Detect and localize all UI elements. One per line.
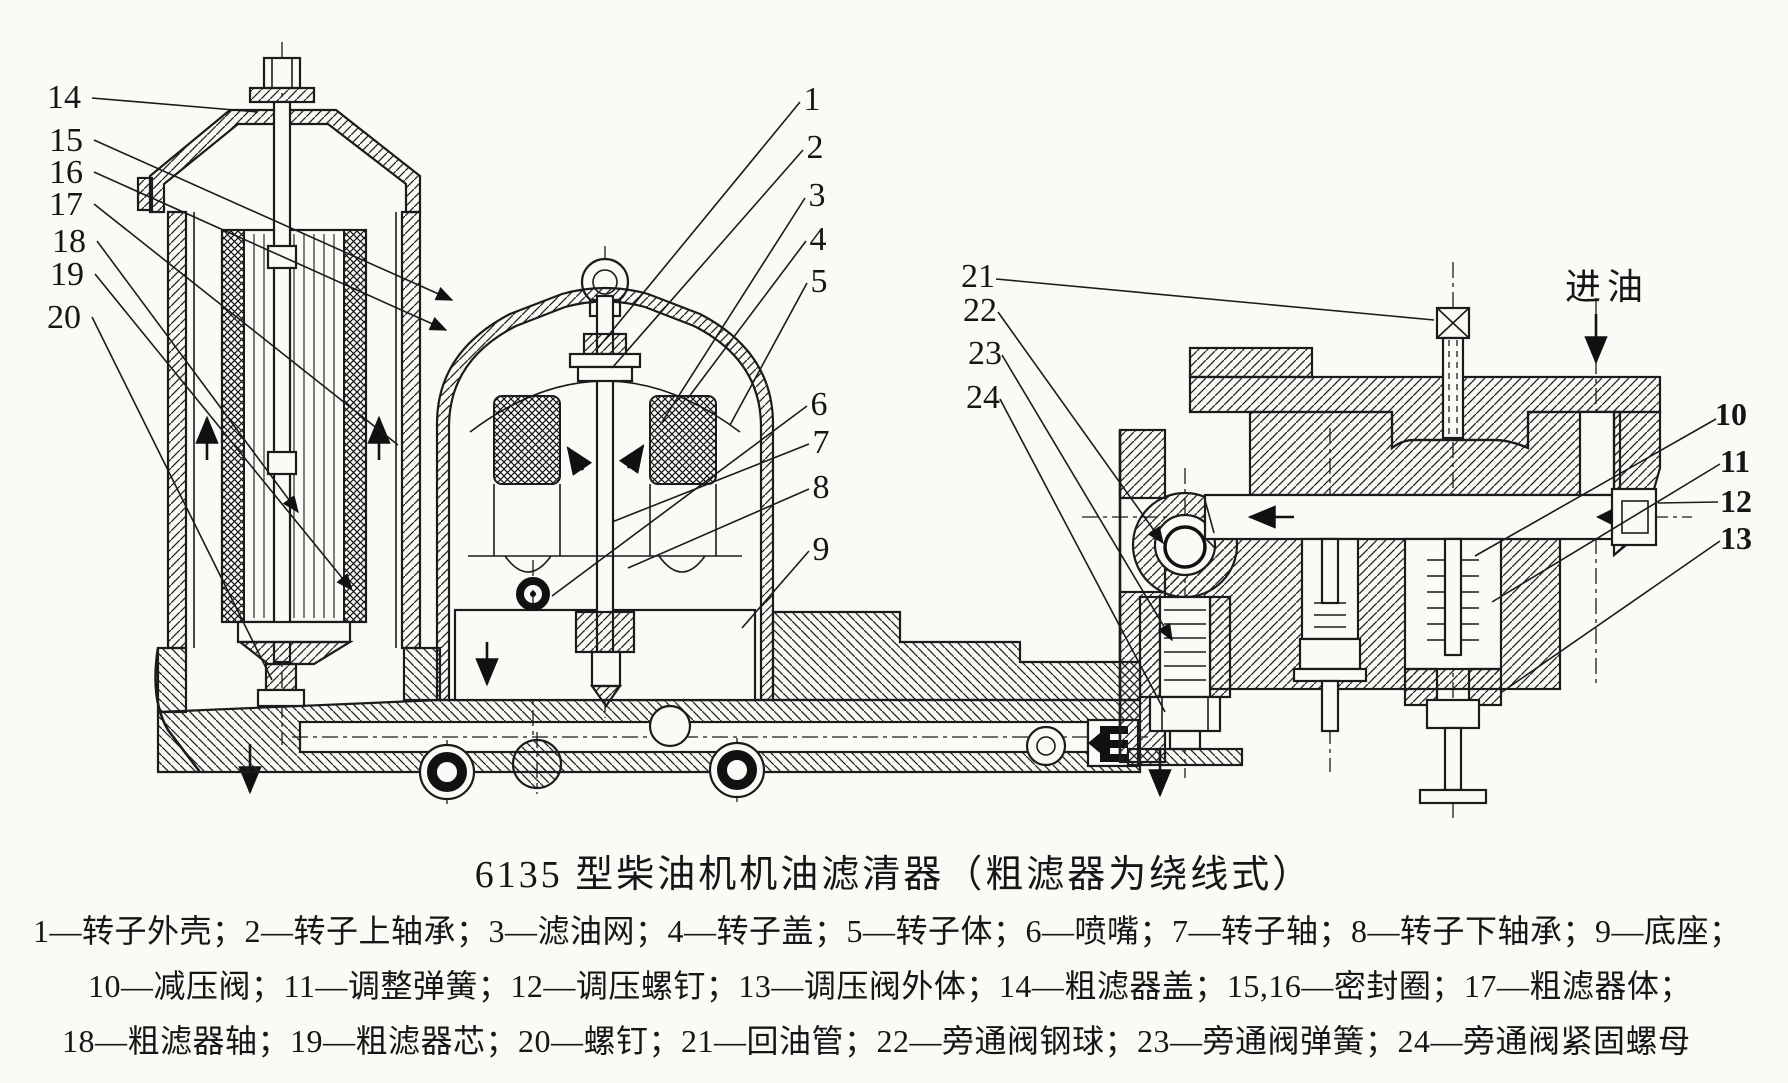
callout-leader-lines: [91, 97, 1721, 713]
legend-line-3: 18—粗滤器轴；19—粗滤器芯；20—螺钉；21—回油管；22—旁通阀钢球；23…: [62, 1023, 1691, 1059]
rotor-filter-drawing: [435, 246, 1142, 737]
callout-5: 5: [810, 263, 828, 300]
oil-inlet-label: 进油: [1565, 267, 1650, 307]
valve-section-drawing: [1082, 262, 1692, 818]
callout-2: 2: [806, 129, 824, 166]
callout-21: 21: [961, 258, 995, 295]
callout-8: 8: [812, 469, 830, 506]
callout-10: 10: [1715, 396, 1747, 432]
callout-3: 3: [808, 177, 826, 214]
callout-6: 6: [810, 386, 828, 423]
legend-line-2: 10—减压阀；11—调整弹簧；12—调压螺钉；13—调压阀外体；14—粗滤器盖；…: [88, 968, 1692, 1004]
callout-13: 13: [1720, 520, 1752, 556]
callout-20: 20: [47, 299, 81, 336]
legend-line-1: 1—转子外壳；2—转子上轴承；3—滤油网；4—转子盖；5—转子体；6—喷嘴；7—…: [33, 913, 1742, 949]
callout-7: 7: [812, 424, 830, 461]
callout-12: 12: [1720, 483, 1752, 519]
callout-17: 17: [49, 186, 83, 223]
callout-1: 1: [803, 81, 821, 118]
callout-19: 19: [50, 256, 84, 293]
callout-4: 4: [809, 221, 827, 258]
callout-9: 9: [812, 531, 830, 568]
callout-14: 14: [47, 79, 81, 116]
callout-22: 22: [963, 292, 997, 329]
figure-caption: 6135 型柴油机机油滤清器（粗滤器为绕线式）: [474, 854, 1314, 896]
callout-16: 16: [49, 154, 83, 191]
callout-24: 24: [966, 379, 1000, 416]
callout-23: 23: [968, 335, 1002, 372]
callout-18: 18: [52, 223, 86, 260]
callout-11: 11: [1719, 443, 1751, 479]
callout-15: 15: [49, 122, 83, 159]
coarse-filter-drawing: [136, 42, 422, 795]
